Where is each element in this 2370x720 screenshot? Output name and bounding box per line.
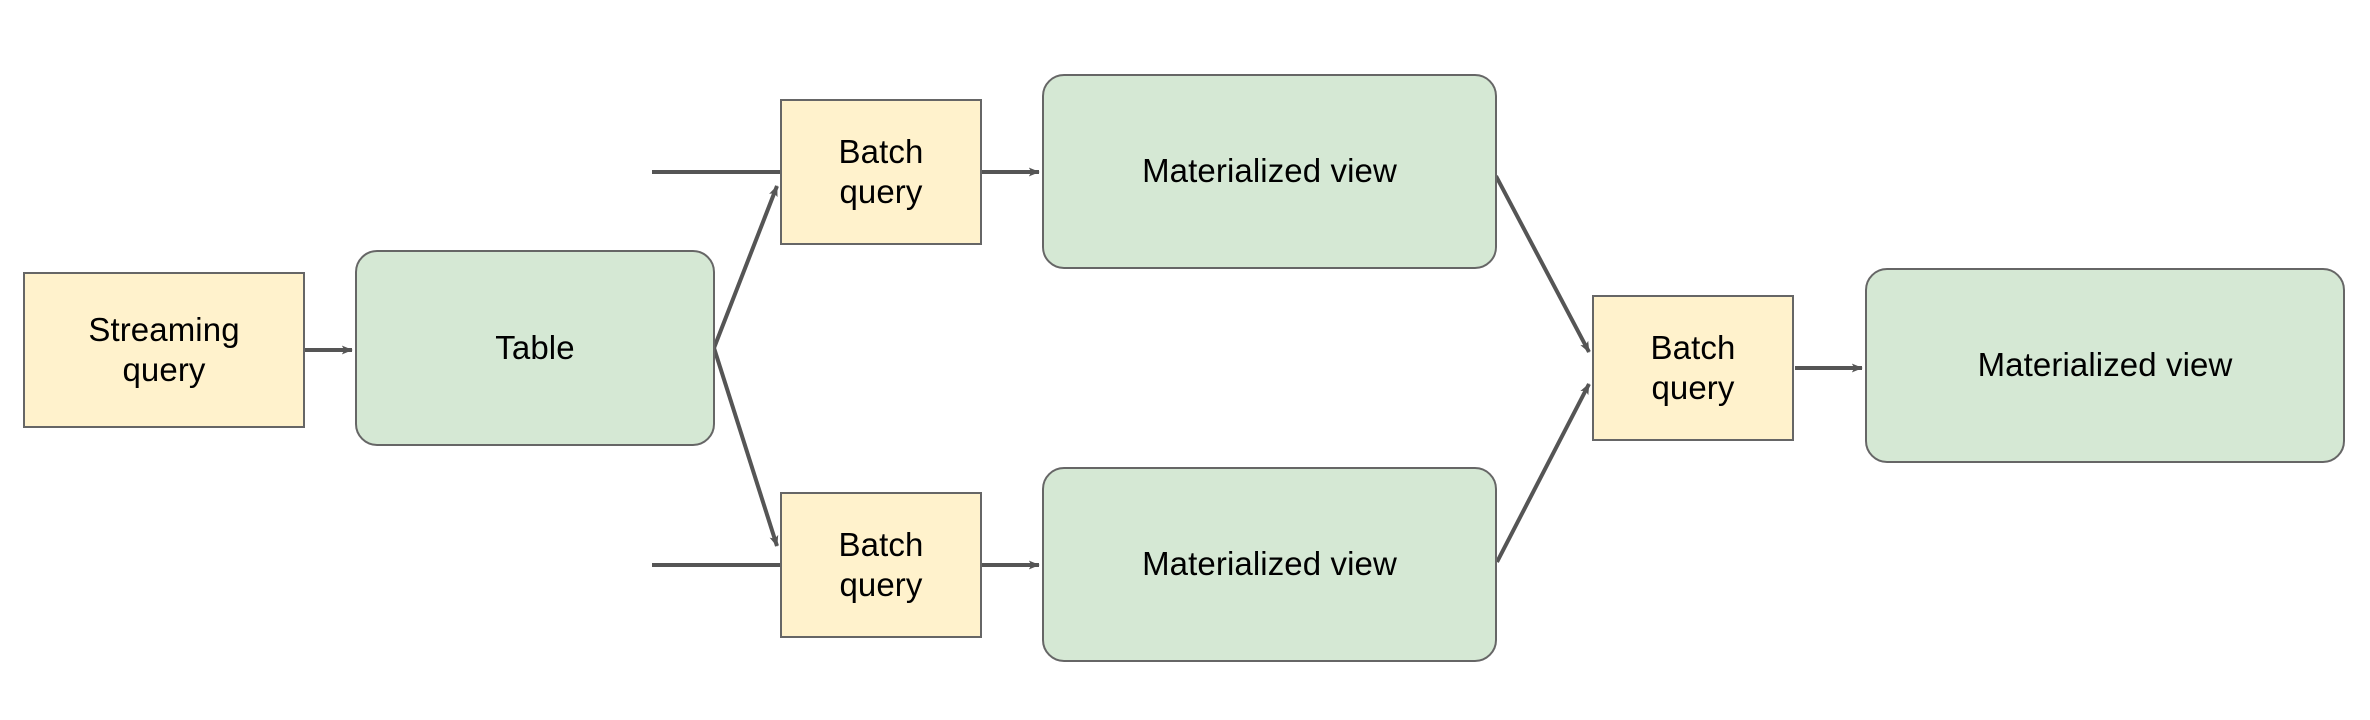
node-table[interactable]: Table	[355, 250, 715, 446]
node-batch-query-bottom[interactable]: Batch query	[780, 492, 982, 638]
node-batch-query-top-label: Batch query	[838, 132, 924, 210]
node-batch-query-right[interactable]: Batch query	[1592, 295, 1794, 441]
node-batch-query-right-label: Batch query	[1650, 328, 1736, 406]
node-materialized-view-bottom-label: Materialized view	[1142, 545, 1397, 583]
edge-table-to-batch-top	[712, 185, 779, 349]
node-materialized-view-right[interactable]: Materialized view	[1865, 268, 2345, 463]
node-materialized-view-bottom[interactable]: Materialized view	[1042, 467, 1497, 662]
node-materialized-view-top[interactable]: Materialized view	[1042, 74, 1497, 269]
node-streaming-query-label: Streaming query	[88, 310, 240, 388]
node-batch-query-top[interactable]: Batch query	[780, 99, 982, 245]
node-streaming-query[interactable]: Streaming query	[23, 272, 305, 428]
node-table-label: Table	[495, 328, 575, 366]
edge-mv-top-to-batch-right	[1494, 175, 1591, 353]
node-materialized-view-top-label: Materialized view	[1142, 152, 1397, 190]
node-materialized-view-right-label: Materialized view	[1977, 346, 2233, 384]
node-batch-query-bottom-label: Batch query	[838, 525, 924, 603]
edge-table-to-batch-bottom	[712, 347, 779, 547]
edge-mv-bottom-to-batch-right	[1495, 383, 1591, 563]
